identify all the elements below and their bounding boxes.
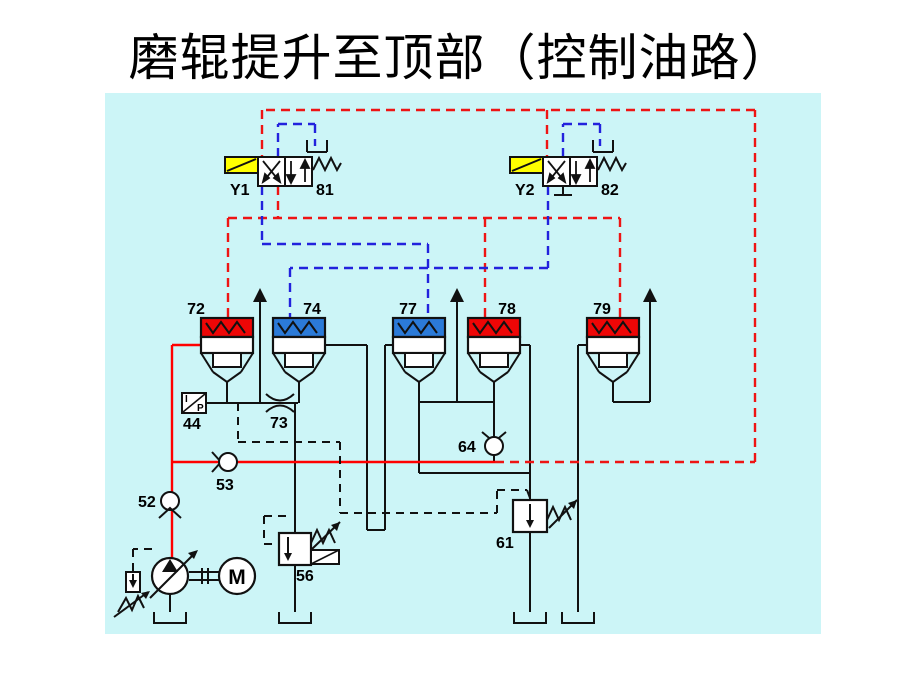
cartridge-valve-77: 77 [391, 301, 447, 384]
label-I: I [185, 394, 188, 405]
pump-compensator [113, 571, 150, 618]
label-53: 53 [216, 477, 234, 494]
label-73: 73 [270, 415, 288, 432]
label-81: 81 [316, 182, 334, 199]
black-pilot-lines [132, 403, 531, 572]
cartridge-valve-78: 78 [466, 301, 522, 384]
label-P: P [197, 403, 204, 414]
pilot-valve-Y2: Y2 82 [509, 155, 627, 199]
blue-pilot-lines [260, 122, 602, 318]
label-61: 61 [496, 535, 514, 552]
check-valve-52: 52 [138, 491, 182, 519]
label-79: 79 [593, 301, 611, 318]
variable-pump [149, 550, 198, 599]
ip-converter-44: I P 44 [181, 392, 207, 433]
label-52: 52 [138, 494, 156, 511]
cartridge-valve-72: 72 [187, 301, 255, 384]
check-valve-53: 53 [211, 451, 238, 494]
check-valve-64: 64 [458, 431, 507, 456]
spring-81 [312, 155, 342, 173]
label-Y2: Y2 [515, 182, 535, 199]
label-64: 64 [458, 439, 476, 456]
label-motor: M [228, 566, 246, 589]
label-56: 56 [296, 568, 314, 585]
relief-valve-56: 56 [277, 521, 341, 585]
label-72: 72 [187, 301, 205, 318]
flow-arrows [253, 288, 657, 302]
cartridge-valve-79: 79 [585, 301, 641, 384]
label-74: 74 [303, 301, 321, 318]
label-44: 44 [183, 416, 201, 433]
label-Y1: Y1 [230, 182, 250, 199]
slide-title: 磨辊提升至顶部（控制油路） [128, 30, 792, 86]
label-78: 78 [498, 301, 516, 318]
label-82: 82 [601, 182, 619, 199]
drain-brackets [306, 140, 614, 153]
throttle-73: 73 [265, 393, 295, 432]
spring-82 [597, 155, 627, 173]
cartridge-valve-74: 74 [271, 301, 327, 384]
relief-valve-61: 61 [496, 498, 578, 552]
label-77: 77 [399, 301, 417, 318]
pilot-valve-Y1: Y1 81 [224, 155, 342, 199]
black-lines [153, 186, 651, 624]
electric-motor: M [217, 556, 257, 596]
